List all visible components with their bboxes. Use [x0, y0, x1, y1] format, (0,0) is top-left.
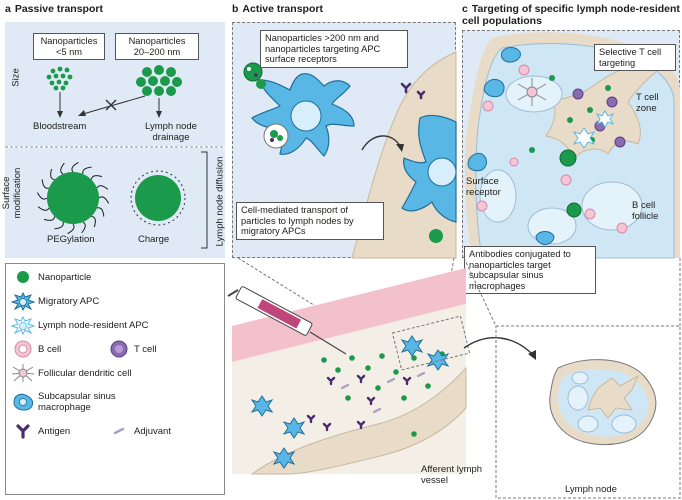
migratory-apc-icon [8, 291, 38, 312]
legend-label-ssm: Subcapsular sinus macrophage [38, 391, 116, 413]
selective-t-cell-callout: Selective T cell targeting [594, 44, 676, 71]
large-np-callout: Nanoparticles 20–200 nm [115, 33, 199, 60]
antibodies-callout: Antibodies conjugated to nanoparticles t… [464, 246, 596, 294]
peg-chain [36, 192, 48, 200]
legend-item-antigen: Antigen [8, 421, 70, 441]
skin-band [232, 268, 466, 362]
panel-a-divider [5, 146, 225, 148]
t-cell-icon [104, 339, 134, 359]
legend-label-nanoparticle: Nanoparticle [38, 271, 92, 283]
legend-label-t-cell: T cell [134, 343, 157, 355]
legend: Nanoparticle Migratory APC Lymph node-re… [8, 265, 223, 493]
adjuvant-icon [104, 421, 134, 441]
lymph-node-diffusion-label: Lymph node diffusion [214, 156, 226, 247]
follicular-dendritic-cell-icon [8, 363, 38, 383]
afferent-lymph-vessel [250, 366, 467, 475]
legend-label-resident-apc: Lymph node-resident APC [38, 319, 149, 331]
legend-label-fdc: Follicular dendritic cell [38, 367, 132, 379]
peg-chain [90, 175, 103, 180]
subcapsular-sinus-macrophage-icon [8, 392, 38, 412]
t-cell-zone-label: T cell zone [636, 92, 659, 114]
b-cell-follicle-label: B cell follicle [632, 200, 659, 222]
panel-a-surface-section [5, 148, 225, 258]
peg-chain [98, 196, 110, 204]
peg-chain [67, 223, 75, 235]
peg-chain [91, 215, 96, 228]
surface-receptor-label: Surface receptor [466, 176, 501, 198]
legend-item-t-cell: T cell [104, 339, 157, 359]
panel-b-top-callout: Nanoparticles >200 nm and nanoparticles … [260, 30, 408, 68]
legend-label-migratory-apc: Migratory APC [38, 295, 100, 307]
panel-a-title: Passive transport [14, 3, 103, 15]
panel-b-title: Active transport [242, 3, 323, 15]
legend-label-adjuvant: Adjuvant [134, 425, 171, 437]
peg-chain [96, 185, 109, 190]
small-np-callout: Nanoparticles <5 nm [33, 33, 105, 60]
legend-item-b-cell: B cell [8, 339, 61, 359]
resident-apc-icon [8, 315, 38, 336]
lymph-node-drainage-label: Lymph node drainage [145, 121, 197, 143]
panel-a-letter: a [5, 3, 11, 15]
peg-chain [43, 216, 56, 221]
legend-label-antigen: Antigen [38, 425, 71, 437]
injection-scene [227, 257, 681, 499]
panel-a-surface-drawing [36, 151, 208, 249]
legend-item-adjuvant: Adjuvant [104, 421, 171, 441]
peg-chain [96, 207, 105, 217]
migratory-apc-large [251, 73, 355, 157]
peg-chain [50, 168, 55, 181]
legend-label-b-cell: B cell [38, 343, 62, 355]
peg-chain [82, 166, 92, 175]
panel-a-size-drawing [46, 65, 182, 118]
legend-item-fdc: Follicular dendritic cell [8, 363, 131, 383]
legend-box [5, 263, 225, 495]
nanoparticle-icon [8, 267, 38, 287]
panel-c-drawing [464, 32, 680, 259]
antigen-icon [8, 421, 38, 441]
panel-c-title: Targeting of specific lymph node-residen… [462, 3, 680, 27]
b-cell-icon [8, 339, 38, 359]
peg-chain [81, 221, 86, 234]
syringe-icon [227, 286, 347, 355]
bloodstream-label: Bloodstream [33, 121, 87, 132]
legend-item-nanoparticle: Nanoparticle [8, 267, 91, 287]
legend-item-ssm: Subcapsular sinus macrophage [8, 389, 148, 415]
lymph-node-small [549, 359, 657, 446]
panel-b-letter: b [232, 3, 239, 15]
peg-chain [71, 161, 79, 173]
legend-item-resident-apc: Lymph node-resident APC [8, 315, 149, 336]
peg-chain [54, 221, 64, 230]
peg-chain [60, 162, 65, 175]
legend-item-migratory-apc: Migratory APC [8, 291, 100, 312]
peg-chain [41, 179, 50, 189]
panel-c-letter: c [462, 3, 468, 15]
charge-label: Charge [138, 234, 170, 245]
migratory-apc-in-vessel [401, 114, 457, 223]
panel-b-bottom-callout: Cell-mediated transport of particles to … [236, 202, 384, 240]
pegylation-label: PEGylation [47, 234, 95, 245]
lymph-node-label: Lymph node [565, 484, 617, 495]
afferent-lymph-vessel-label: Afferent lymph vessel [421, 464, 483, 486]
peg-chain [37, 206, 50, 211]
